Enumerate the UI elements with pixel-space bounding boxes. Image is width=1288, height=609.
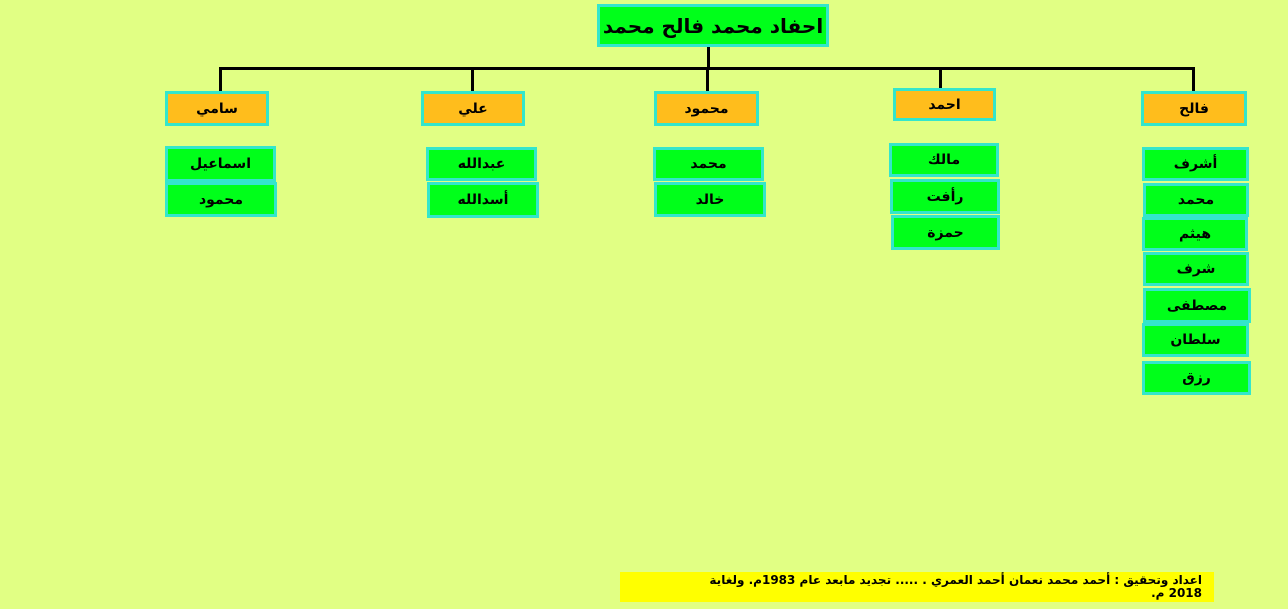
- child-node: عبدالله: [426, 147, 537, 181]
- child-node: أسدالله: [427, 182, 539, 218]
- credits-line-2: 2018 م.: [1151, 586, 1202, 600]
- parent-node-falih: فالح: [1141, 91, 1247, 126]
- drop-line-mahmoud: [706, 67, 709, 93]
- drop-line-falih: [1192, 67, 1195, 93]
- root-node: احفاد محمد فالح محمد: [597, 4, 829, 47]
- child-node: مصطفى: [1143, 288, 1251, 323]
- child-node: اسماعيل: [165, 146, 276, 182]
- parent-node-ali: علي: [421, 91, 525, 126]
- child-node: محمد: [653, 147, 764, 181]
- child-node: سلطان: [1142, 323, 1249, 357]
- child-node: حمزة: [891, 215, 1000, 250]
- child-node: رأفت: [890, 179, 1000, 214]
- child-node: أشرف: [1142, 147, 1249, 181]
- child-node: خالد: [654, 182, 766, 217]
- drop-line-ali: [471, 67, 474, 93]
- parent-node-ahmad: احمد: [893, 88, 996, 121]
- child-node: رزق: [1142, 361, 1251, 395]
- drop-line-ahmad: [939, 67, 942, 89]
- root-stem-line: [707, 46, 710, 69]
- credits-footer: اعداد وتحقيق : أحمد محمد نعمان أحمد العم…: [620, 572, 1214, 602]
- child-node: مالك: [889, 143, 999, 177]
- child-node: محمود: [165, 182, 277, 217]
- parent-node-sami: سامي: [165, 91, 269, 126]
- child-node: محمد: [1143, 183, 1249, 217]
- credits-line-1: اعداد وتحقيق : أحمد محمد نعمان أحمد العم…: [709, 573, 1202, 587]
- drop-line-sami: [219, 67, 222, 93]
- child-node: هيثم: [1142, 217, 1248, 251]
- parent-node-mahmoud: محمود: [654, 91, 759, 126]
- child-node: شرف: [1143, 252, 1249, 286]
